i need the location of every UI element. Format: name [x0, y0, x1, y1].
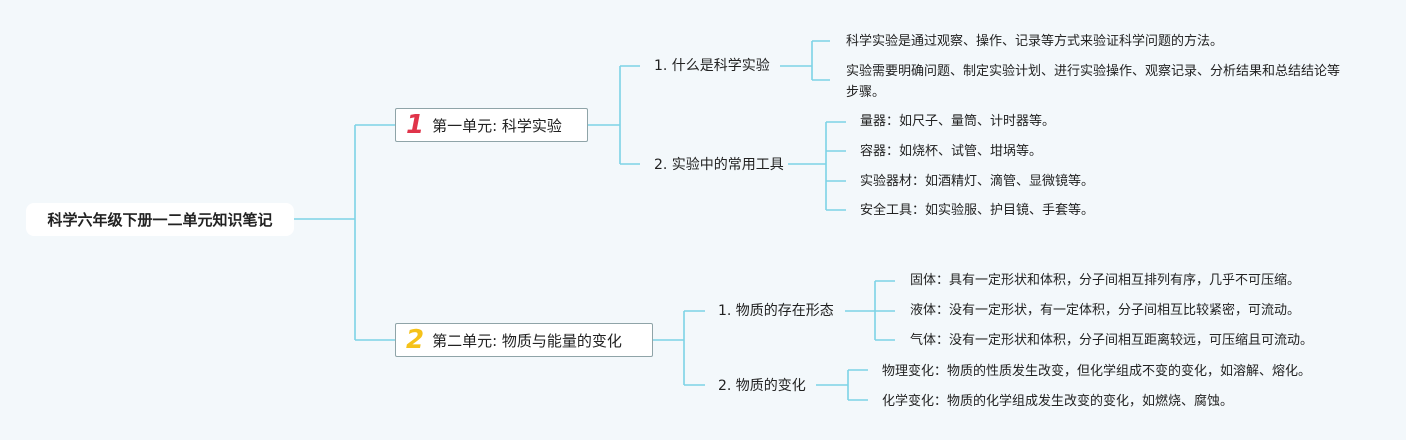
leaf-2-1-2[interactable]: 液体：没有一定形状，有一定体积，分子间相互比较紧密，可流动。	[910, 303, 1301, 318]
leaf-2-1-1[interactable]: 固体：具有一定形状和体积，分子间相互排列有序，几乎不可压缩。	[910, 273, 1301, 288]
topic-1-2[interactable]: 2. 实验中的常用工具	[654, 157, 784, 173]
root-title: 科学六年级下册一二单元知识笔记	[47, 211, 273, 229]
leaf-2-2-1[interactable]: 物理变化：物质的性质发生改变，但化学组成不变的变化，如溶解、熔化。	[882, 364, 1312, 379]
leaf-1-2-4[interactable]: 安全工具：如实验服、护目镜、手套等。	[860, 203, 1095, 218]
topic-2-2[interactable]: 2. 物质的变化	[718, 378, 806, 394]
unit-2-title: 第二单元: 物质与能量的变化	[432, 331, 622, 350]
unit-1-title: 第一单元: 科学实验	[432, 116, 562, 135]
topic-2-1[interactable]: 1. 物质的存在形态	[718, 303, 834, 319]
leaf-1-2-3[interactable]: 实验器材：如酒精灯、滴管、显微镜等。	[860, 174, 1095, 189]
unit-1-number-badge: 1	[406, 110, 425, 140]
leaf-1-1-2[interactable]: 实验需要明确问题、制定实验计划、进行实验操作、观察记录、分析结果和总结结论等步骤…	[846, 64, 1341, 100]
leaf-1-2-2[interactable]: 容器：如烧杯、试管、坩埚等。	[860, 144, 1043, 159]
unit-2-node[interactable]: 2 第二单元: 物质与能量的变化	[395, 323, 653, 357]
topic-1-1[interactable]: 1. 什么是科学实验	[654, 58, 770, 74]
leaf-1-1-1[interactable]: 科学实验是通过观察、操作、记录等方式来验证科学问题的方法。	[846, 34, 1224, 49]
root-topic[interactable]: 科学六年级下册一二单元知识笔记	[26, 203, 294, 236]
unit-2-number-badge: 2	[406, 325, 425, 355]
leaf-2-1-3[interactable]: 气体：没有一定形状和体积，分子间相互距离较远，可压缩且可流动。	[910, 333, 1314, 348]
unit-1-node[interactable]: 1 第一单元: 科学实验	[395, 108, 588, 142]
leaf-1-2-1[interactable]: 量器：如尺子、量筒、计时器等。	[860, 114, 1056, 129]
leaf-2-2-2[interactable]: 化学变化：物质的化学组成发生改变的变化，如燃烧、腐蚀。	[882, 394, 1234, 409]
